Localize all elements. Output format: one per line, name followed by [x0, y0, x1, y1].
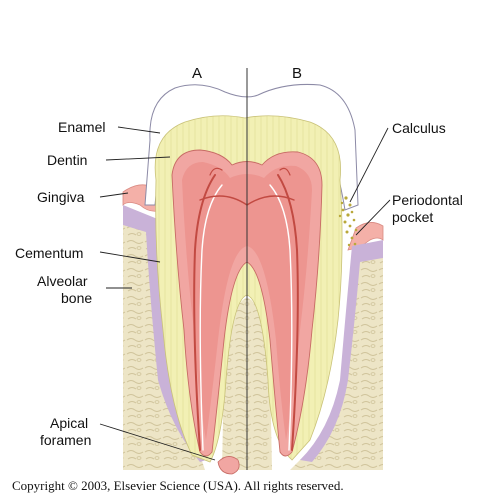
- panel-label-a: A: [192, 65, 202, 82]
- label-foramen: foramen: [40, 432, 91, 448]
- apical-tissue: [217, 456, 240, 475]
- leader-lines: [99, 126, 391, 461]
- alveolar-bone-left: [123, 222, 205, 470]
- label-alveolar: Alveolar: [37, 273, 88, 289]
- label-pocket: pocket: [392, 209, 433, 225]
- label-enamel: Enamel: [58, 119, 105, 135]
- label-periodontal: Periodontal: [392, 192, 463, 208]
- pulp-inner: [182, 162, 312, 440]
- calculus: [338, 196, 358, 247]
- label-calculus: Calculus: [392, 120, 446, 136]
- label-dentin: Dentin: [47, 152, 87, 168]
- label-apical: Apical: [50, 415, 88, 431]
- label-bone: bone: [61, 290, 92, 306]
- alveolar-bone-right: [290, 248, 383, 470]
- panel-label-b: B: [292, 65, 302, 82]
- label-gingiva: Gingiva: [37, 189, 85, 205]
- label-cementum: Cementum: [15, 245, 83, 261]
- copyright-notice: Copyright © 2003, Elsevier Science (USA)…: [12, 478, 344, 493]
